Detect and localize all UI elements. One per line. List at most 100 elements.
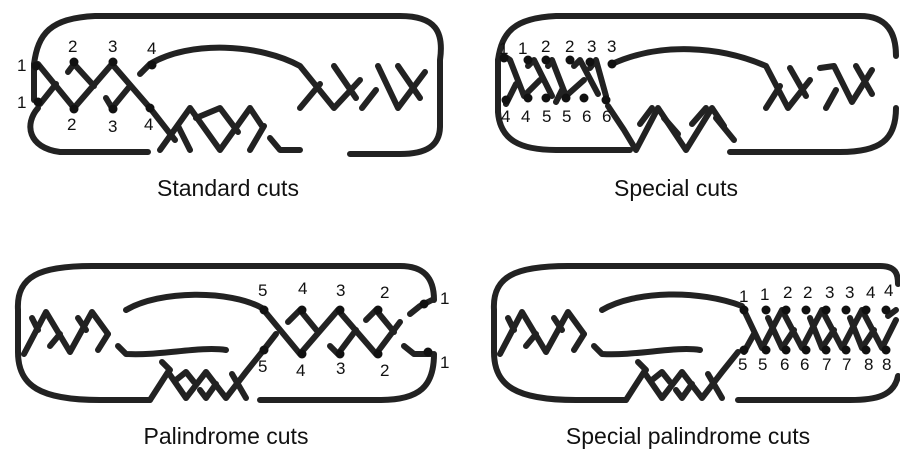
cut-point (373, 305, 383, 315)
cut-label: 1 (440, 353, 449, 372)
cut-point (108, 104, 118, 114)
panel-palindrome-cuts: 5 4 3 2 1 5 4 3 2 1 Palindrome cuts (14, 263, 449, 449)
panel-special-cuts: 1 1 2 2 3 3 4 4 5 5 6 6 Special cuts (495, 13, 899, 201)
panel-caption: Special palindrome cuts (566, 423, 810, 449)
cut-point (335, 305, 345, 315)
cut-point (601, 95, 611, 105)
panel-caption: Standard cuts (157, 175, 299, 201)
cut-label: 2 (565, 37, 574, 56)
cut-point (373, 349, 383, 359)
cut-label: 4 (147, 39, 156, 58)
cut-point (335, 349, 345, 359)
cut-point (579, 93, 589, 103)
cut-point (108, 57, 118, 67)
cut-point (31, 61, 41, 71)
cut-point (607, 59, 617, 69)
cut-point (821, 305, 831, 315)
cut-point (761, 345, 771, 355)
cut-label: 2 (68, 37, 77, 56)
cut-point (781, 345, 791, 355)
cut-point (861, 345, 871, 355)
cut-label: 1 (499, 39, 508, 58)
cut-point (33, 97, 43, 107)
knot-strands (495, 13, 899, 155)
cut-point (259, 305, 269, 315)
cut-label: 8 (864, 355, 873, 374)
cut-point (69, 104, 79, 114)
cut-label: 4 (884, 281, 893, 300)
cut-labels: 1 1 2 2 3 3 4 4 5 5 6 6 (499, 37, 616, 126)
cut-label: 3 (845, 283, 854, 302)
cut-point (565, 55, 575, 65)
knot-strands (490, 263, 900, 403)
cut-label: 3 (108, 37, 117, 56)
cut-label: 2 (380, 283, 389, 302)
cut-point (841, 345, 851, 355)
cut-label: 5 (738, 355, 747, 374)
cut-point (739, 345, 749, 355)
cut-point (585, 57, 595, 67)
cut-label: 4 (298, 279, 307, 298)
cut-points (31, 57, 157, 114)
cut-label: 5 (258, 357, 267, 376)
cut-points (259, 299, 433, 359)
cut-point (419, 299, 429, 309)
cut-point (541, 55, 551, 65)
cut-point (781, 305, 791, 315)
cut-label: 1 (440, 289, 449, 308)
cut-label: 6 (800, 355, 809, 374)
cut-label: 1 (739, 287, 748, 306)
cut-label: 5 (562, 107, 571, 126)
cut-label: 5 (258, 281, 267, 300)
cut-point (297, 305, 307, 315)
cut-point (501, 95, 511, 105)
cut-point (801, 345, 811, 355)
cut-label: 4 (501, 107, 510, 126)
cut-point (881, 345, 891, 355)
cut-points (739, 305, 891, 355)
cut-label: 1 (17, 56, 26, 75)
panel-special-palindrome-cuts: 1 1 2 2 3 3 4 4 5 5 6 6 7 7 8 8 Special … (490, 263, 900, 449)
cut-label: 4 (866, 283, 875, 302)
cut-point (861, 305, 871, 315)
knot-strands (14, 263, 437, 403)
panel-caption: Palindrome cuts (144, 423, 309, 449)
cut-point (739, 305, 749, 315)
cut-label: 2 (803, 283, 812, 302)
cut-point (423, 347, 433, 357)
cut-label: 7 (842, 355, 851, 374)
cut-points (499, 53, 617, 105)
cut-point (523, 93, 533, 103)
cut-point (821, 345, 831, 355)
cut-label: 2 (783, 283, 792, 302)
cut-label: 2 (67, 115, 76, 134)
cut-label: 6 (602, 107, 611, 126)
cut-point (145, 103, 155, 113)
cut-label: 1 (17, 93, 26, 112)
cut-label: 3 (825, 283, 834, 302)
cut-point (297, 349, 307, 359)
cut-label: 3 (587, 37, 596, 56)
knot-strands (27, 13, 444, 157)
cut-point (523, 55, 533, 65)
cut-point (69, 57, 79, 67)
cut-label: 2 (380, 361, 389, 380)
cut-point (761, 305, 771, 315)
cut-labels: 1 1 2 2 3 3 4 4 5 5 6 6 7 7 8 8 (738, 281, 893, 374)
cut-label: 3 (336, 281, 345, 300)
cut-label: 4 (296, 361, 305, 380)
cut-point (801, 305, 811, 315)
cut-label: 5 (542, 107, 551, 126)
cut-label: 4 (144, 115, 153, 134)
cut-point (499, 53, 509, 63)
cut-point (841, 305, 851, 315)
cut-point (541, 93, 551, 103)
cut-label: 7 (822, 355, 831, 374)
panel-standard-cuts: 1 2 3 4 1 2 3 4 Standard cuts (17, 13, 444, 201)
cut-point (881, 305, 891, 315)
cut-labels: 5 4 3 2 1 5 4 3 2 1 (258, 279, 449, 380)
cut-label: 1 (518, 39, 527, 58)
cut-label: 6 (780, 355, 789, 374)
cut-point (147, 60, 157, 70)
